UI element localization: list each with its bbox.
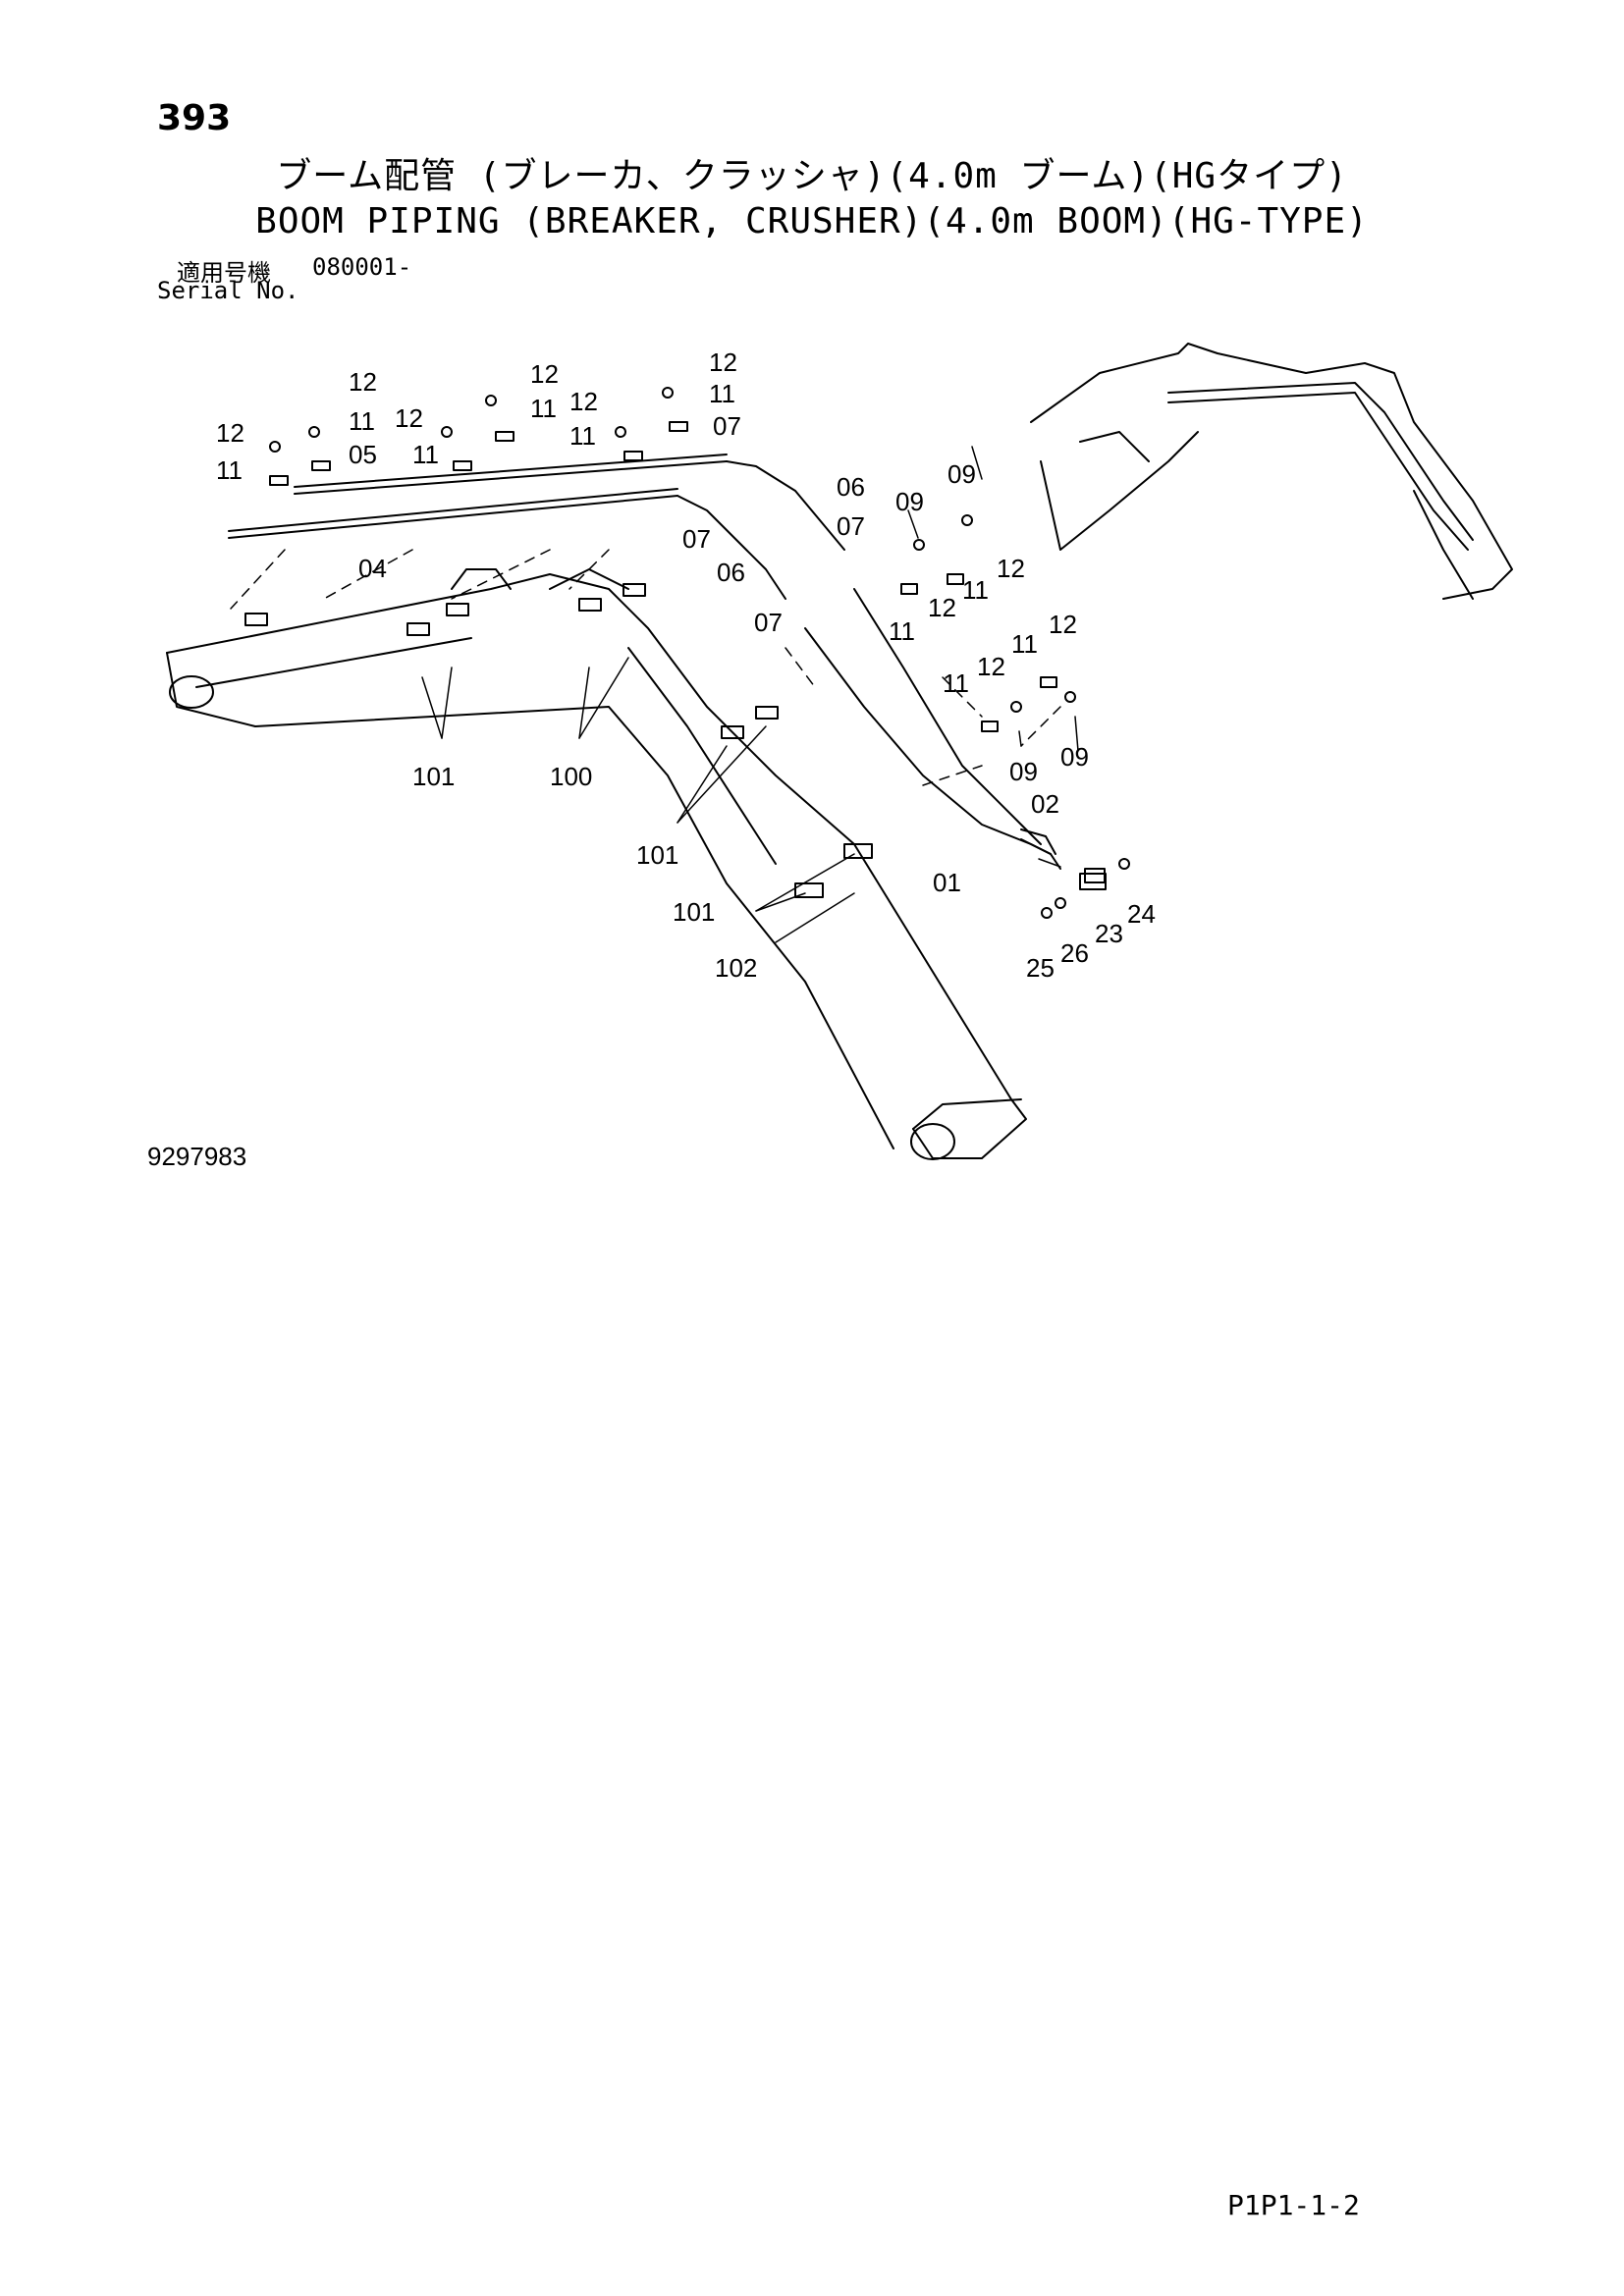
callout-12a: 12 [216, 418, 244, 448]
callout-23: 23 [1095, 919, 1123, 948]
callout-11g: 11 [889, 616, 915, 646]
callout-12f: 12 [709, 347, 737, 377]
callout-102: 102 [715, 953, 757, 983]
callout-26: 26 [1060, 938, 1089, 968]
leader-lines [421, 446, 1079, 943]
callout-12b: 12 [349, 367, 377, 397]
callout-09c: 09 [1009, 757, 1038, 786]
page-code: P1P1-1-2 [1227, 2189, 1360, 2221]
callout-09b: 09 [947, 459, 976, 489]
page-number: 393 [157, 98, 232, 138]
inset-arm-view [1030, 343, 1513, 600]
callout-101c: 101 [673, 897, 715, 927]
callout-05: 05 [349, 440, 377, 469]
title-japanese: ブーム配管 (ブレーカ、クラッシャ)(4.0m ブーム)(HGタイプ) [276, 156, 1348, 196]
callout-06b: 06 [717, 558, 745, 587]
pipe-lines [228, 454, 1061, 870]
callout-07c: 07 [682, 524, 711, 554]
callout-01: 01 [933, 868, 961, 897]
callout-06a: 06 [837, 472, 865, 502]
callout-101a: 101 [412, 762, 455, 791]
callout-12d: 12 [530, 359, 559, 389]
callout-11h: 11 [962, 575, 989, 605]
callout-101b: 101 [636, 840, 678, 870]
callout-labels: 01 02 04 05 06 06 07 07 07 07 09 09 09 0… [216, 347, 1156, 983]
callout-11e: 11 [569, 421, 596, 451]
callout-07d: 07 [754, 608, 783, 637]
callout-12i: 12 [977, 652, 1005, 681]
callout-24: 24 [1127, 899, 1156, 929]
callout-11a: 11 [216, 455, 243, 485]
callout-12g: 12 [928, 593, 956, 622]
callout-11b: 11 [349, 406, 375, 436]
callout-12h: 12 [997, 554, 1025, 583]
callout-12j: 12 [1049, 610, 1077, 639]
callout-04: 04 [358, 554, 387, 583]
callout-100: 100 [550, 762, 592, 791]
callout-02: 02 [1031, 789, 1059, 819]
fasteners [269, 387, 1130, 919]
title-english: BOOM PIPING (BREAKER, CRUSHER)(4.0m BOOM… [255, 201, 1369, 241]
dashed-guides [230, 549, 1061, 786]
callout-25: 25 [1026, 953, 1055, 983]
boom-body [166, 568, 1027, 1160]
serial-label-english: Serial No. [157, 277, 299, 304]
callout-11i: 11 [943, 668, 969, 698]
serial-label-japanese: 適用号機 [177, 259, 271, 287]
callout-11f: 11 [709, 379, 735, 408]
callout-09a: 09 [895, 487, 924, 516]
callout-07b: 07 [837, 511, 865, 541]
callout-09d: 09 [1060, 742, 1089, 772]
drawing-number: 9297983 [147, 1142, 247, 1171]
callout-11j: 11 [1011, 629, 1038, 659]
callout-11c: 11 [412, 440, 439, 469]
callout-12e: 12 [569, 387, 598, 416]
callout-07a: 07 [713, 411, 741, 441]
callout-11d: 11 [530, 394, 557, 423]
serial-value: 080001- [312, 253, 412, 281]
callout-12c: 12 [395, 403, 423, 433]
